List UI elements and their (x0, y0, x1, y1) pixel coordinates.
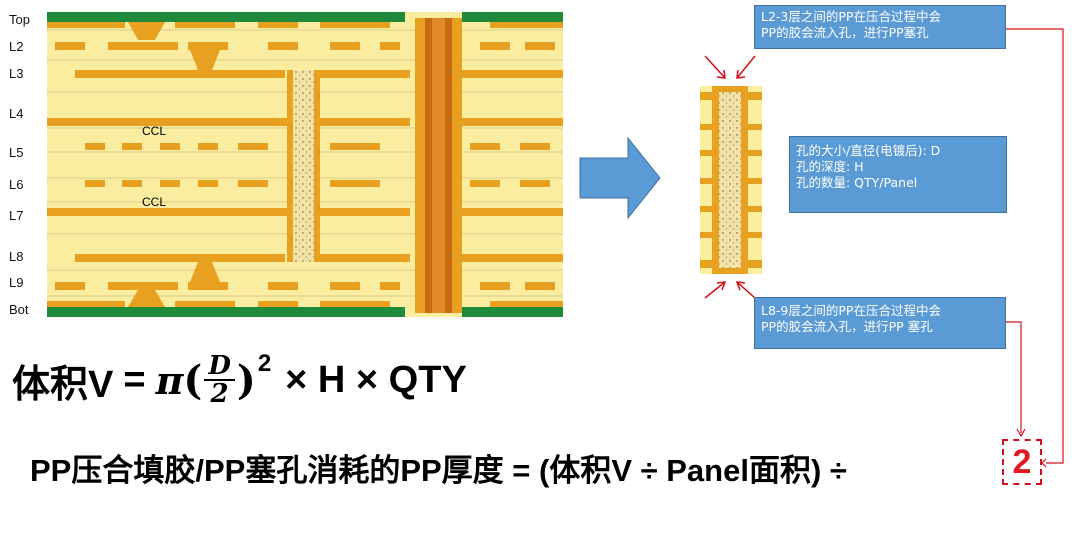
volume-rest: × H × QTY (285, 358, 467, 401)
buried-via-l2-l3 (190, 50, 220, 70)
layer-label-top: Top (9, 12, 30, 27)
callout-mid-line3: 孔的数量: QTY/Panel (796, 175, 918, 190)
callout-mid-line2: 孔的深度: H (796, 159, 864, 174)
callout-hole-params: 孔的大小/直径(电镀后): D 孔的深度: H 孔的数量: QTY/Panel (789, 136, 1007, 213)
bottom-layer (47, 301, 563, 317)
l3-copper (75, 70, 563, 78)
divisor-value: 2 (1012, 442, 1032, 481)
zoomed-via (700, 86, 762, 274)
fraction: D 2 (204, 353, 235, 407)
volume-formula: 体积V = π ( D 2 ) 2 × H × QTY (12, 340, 572, 420)
layer-label-l2: L2 (9, 39, 24, 54)
buried-via-l8-l9 (190, 262, 220, 282)
open-paren: ( (183, 356, 203, 404)
l9-copper (55, 282, 555, 290)
callout-top-line1: L2-3层之间的PP在压合过程中会 (761, 9, 941, 24)
connector-lines (1005, 28, 1064, 468)
l2-copper (55, 42, 555, 50)
l4-copper (47, 118, 563, 126)
callout-top-line2: PP的胶会流入孔，进行PP塞孔 (761, 25, 929, 40)
ccl-label-upper: CCL (142, 124, 167, 138)
layer-label-bot: Bot (9, 302, 29, 317)
callout-bottom-line2: PP的胶会流入孔，进行PP 塞孔 (761, 319, 933, 334)
layer-label-l6: L6 (9, 177, 24, 192)
l6-copper (85, 180, 550, 187)
pp-thickness-formula: PP压合填胶/PP塞孔消耗的PP厚度 = (体积V ÷ Panel面积) ÷ (30, 442, 847, 492)
callout-top: L2-3层之间的PP在压合过程中会 PP的胶会流入孔，进行PP塞孔 (754, 5, 1006, 49)
layer-label-l9: L9 (9, 275, 24, 290)
l5-copper (85, 143, 550, 150)
l8-copper (75, 254, 563, 262)
fraction-denominator: 2 (210, 379, 229, 409)
layer-label-l4: L4 (9, 106, 24, 121)
pi-symbol: π (155, 357, 184, 403)
l7-copper (47, 208, 563, 216)
layer-label-l7: L7 (9, 208, 24, 223)
pp-thickness-text: PP压合填胶/PP塞孔消耗的PP厚度 = (体积V ÷ Panel面积) ÷ (30, 452, 847, 488)
blind-via-bottom (128, 290, 165, 307)
inflow-arrows (704, 55, 756, 299)
top-layer (47, 12, 563, 28)
right-arrow (579, 136, 661, 220)
close-paren: ) (236, 356, 256, 404)
callout-bottom: L8-9层之间的PP在压合过程中会 PP的胶会流入孔，进行PP 塞孔 (754, 297, 1006, 349)
volume-lhs: 体积V (12, 363, 114, 406)
fraction-numerator: D (204, 353, 235, 381)
buried-via-l3-l8 (287, 70, 320, 262)
callout-mid-line1: 孔的大小/直径(电镀后): D (796, 143, 941, 158)
callout-bottom-line1: L8-9层之间的PP在压合过程中会 (761, 303, 941, 318)
exponent: 2 (257, 350, 272, 377)
layer-label-l8: L8 (9, 249, 24, 264)
volume-eq: = (123, 358, 146, 401)
ccl-label-lower: CCL (142, 195, 167, 209)
layer-label-l3: L3 (9, 66, 24, 81)
blind-via-top (128, 22, 165, 40)
layer-label-l5: L5 (9, 145, 24, 160)
divisor-box: 2 (1002, 439, 1042, 485)
plated-through-hole (415, 18, 462, 313)
